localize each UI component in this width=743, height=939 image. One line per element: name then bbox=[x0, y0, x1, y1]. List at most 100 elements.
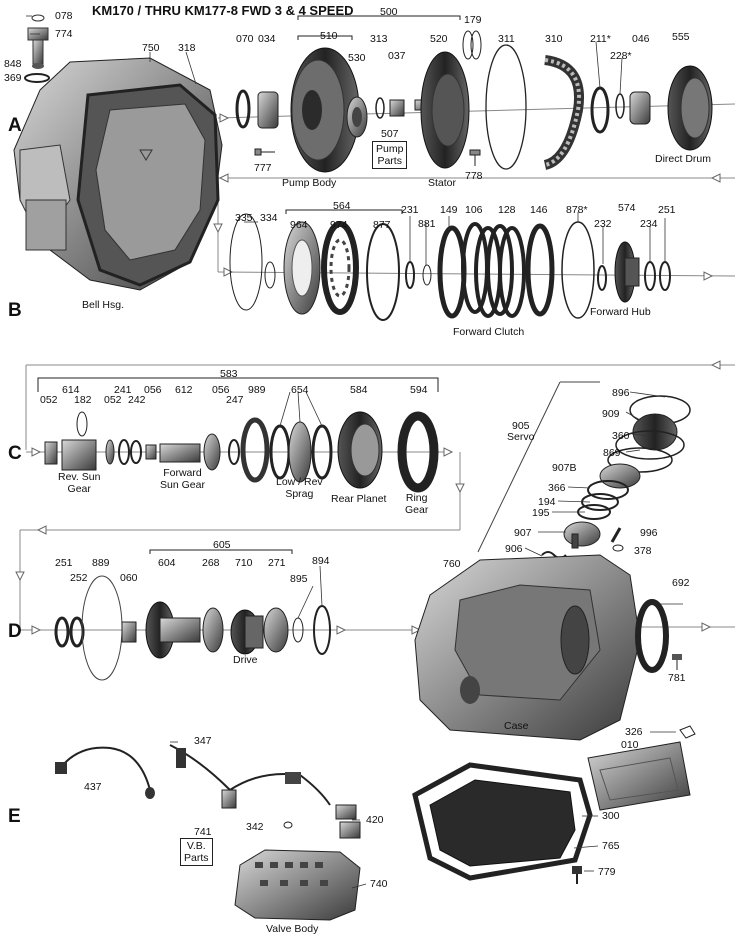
part-number: 889 bbox=[92, 557, 110, 569]
part-number: 146 bbox=[530, 204, 548, 216]
part-number: 907B bbox=[552, 462, 577, 474]
part-number: 311 bbox=[498, 33, 515, 45]
part-number: 507 bbox=[381, 128, 399, 140]
part-number: 583 bbox=[220, 368, 238, 380]
part-number: 989 bbox=[248, 384, 266, 396]
part-number: 034 bbox=[258, 33, 276, 45]
part-number: 234 bbox=[640, 218, 658, 230]
part-number: 211* bbox=[590, 33, 611, 45]
part-number: 247 bbox=[226, 394, 244, 406]
part-number: 010 bbox=[621, 739, 639, 751]
part-number: 326 bbox=[625, 726, 643, 738]
part-number: 232 bbox=[594, 218, 612, 230]
part-number: 906 bbox=[505, 543, 523, 555]
part-number: 060 bbox=[120, 572, 138, 584]
part-number: 420 bbox=[366, 814, 384, 826]
low-rev-sprag-label: Low / Rev Sprag bbox=[276, 476, 323, 500]
part-number: 300 bbox=[602, 810, 620, 822]
part-number: 564 bbox=[333, 200, 351, 212]
part-number: 710 bbox=[235, 557, 253, 569]
part-number: 128 bbox=[498, 204, 516, 216]
part-number: 437 bbox=[84, 781, 102, 793]
part-number: 848 bbox=[4, 58, 22, 70]
part-number: 750 bbox=[142, 42, 160, 54]
part-number: 765 bbox=[602, 840, 620, 852]
part-number: 318 bbox=[178, 42, 196, 54]
part-number: 271 bbox=[268, 557, 286, 569]
part-number: 778 bbox=[465, 170, 483, 182]
part-number: 996 bbox=[640, 527, 658, 539]
part-number: 530 bbox=[348, 52, 366, 64]
part-number: 964 bbox=[290, 219, 308, 231]
part-number: 740 bbox=[370, 878, 388, 890]
part-number: 195 bbox=[532, 507, 550, 519]
part-number: 378 bbox=[634, 545, 652, 557]
part-number: 070 bbox=[236, 33, 254, 45]
part-number: 078 bbox=[55, 10, 73, 22]
direct-drum-label: Direct Drum bbox=[655, 153, 712, 165]
part-number: 781 bbox=[668, 672, 686, 684]
drive-label: Drive bbox=[233, 654, 258, 666]
servo-label: Servo bbox=[507, 431, 535, 443]
valve-body-label: Valve Body bbox=[266, 923, 319, 935]
part-number: 654 bbox=[291, 384, 309, 396]
part-number: 894 bbox=[312, 555, 330, 567]
part-number: 907 bbox=[514, 527, 532, 539]
part-number: 360 bbox=[612, 430, 630, 442]
part-number: 052 bbox=[104, 394, 122, 406]
rev-sun-gear-label: Rev. Sun Gear bbox=[58, 471, 101, 495]
part-number: 896 bbox=[612, 387, 630, 399]
part-number: 760 bbox=[443, 558, 461, 570]
part-number: 877 bbox=[373, 219, 391, 231]
part-number: 366 bbox=[548, 482, 566, 494]
part-number: 037 bbox=[388, 50, 406, 62]
section-d-label: D bbox=[8, 621, 22, 642]
part-number: 106 bbox=[465, 204, 483, 216]
pump-body-label: Pump Body bbox=[282, 177, 337, 189]
case-label: Case bbox=[504, 720, 529, 732]
part-number: 777 bbox=[254, 162, 272, 174]
part-number: 228* bbox=[610, 50, 632, 62]
part-number: 046 bbox=[632, 33, 650, 45]
part-number: 895 bbox=[290, 573, 308, 585]
part-number: 242 bbox=[128, 394, 146, 406]
part-number: 268 bbox=[202, 557, 220, 569]
part-number: 182 bbox=[74, 394, 92, 406]
forward-clutch-label: Forward Clutch bbox=[453, 326, 525, 338]
part-number: 612 bbox=[175, 384, 193, 396]
stator-label: Stator bbox=[428, 177, 457, 189]
part-number: 520 bbox=[430, 33, 448, 45]
part-number: 974 bbox=[330, 219, 348, 231]
part-number: 584 bbox=[350, 384, 368, 396]
part-number: 555 bbox=[672, 31, 690, 43]
part-number: 194 bbox=[538, 496, 556, 508]
part-number: 500 bbox=[380, 6, 398, 18]
part-number: 881 bbox=[418, 218, 436, 230]
ring-gear-label: Ring Gear bbox=[405, 492, 429, 516]
part-number: 313 bbox=[370, 33, 388, 45]
section-b-label: B bbox=[8, 300, 22, 321]
section-a-label: A bbox=[8, 115, 22, 136]
part-number: 347 bbox=[194, 735, 212, 747]
part-number: 510 bbox=[320, 30, 338, 42]
part-number: 604 bbox=[158, 557, 176, 569]
part-number: 909 bbox=[602, 408, 620, 420]
vb-parts-box: V.B. Parts bbox=[180, 838, 213, 866]
part-number: 878* bbox=[566, 204, 588, 216]
part-number: 594 bbox=[410, 384, 428, 396]
diagram-title: KM170 / THRU KM177-8 FWD 3 & 4 SPEED bbox=[92, 3, 354, 18]
part-number: 574 bbox=[618, 202, 636, 214]
section-e-label: E bbox=[8, 806, 21, 827]
bell-housing-label: Bell Hsg. bbox=[82, 299, 125, 311]
part-number: 692 bbox=[672, 577, 690, 589]
part-number: 334 bbox=[260, 212, 278, 224]
part-number: 252 bbox=[70, 572, 88, 584]
part-number: 779 bbox=[598, 866, 616, 878]
part-number: 335 bbox=[235, 212, 253, 224]
part-number: 251 bbox=[55, 557, 73, 569]
part-number: 179 bbox=[464, 14, 482, 26]
part-number: 056 bbox=[212, 384, 230, 396]
part-number: 869 bbox=[603, 447, 621, 459]
